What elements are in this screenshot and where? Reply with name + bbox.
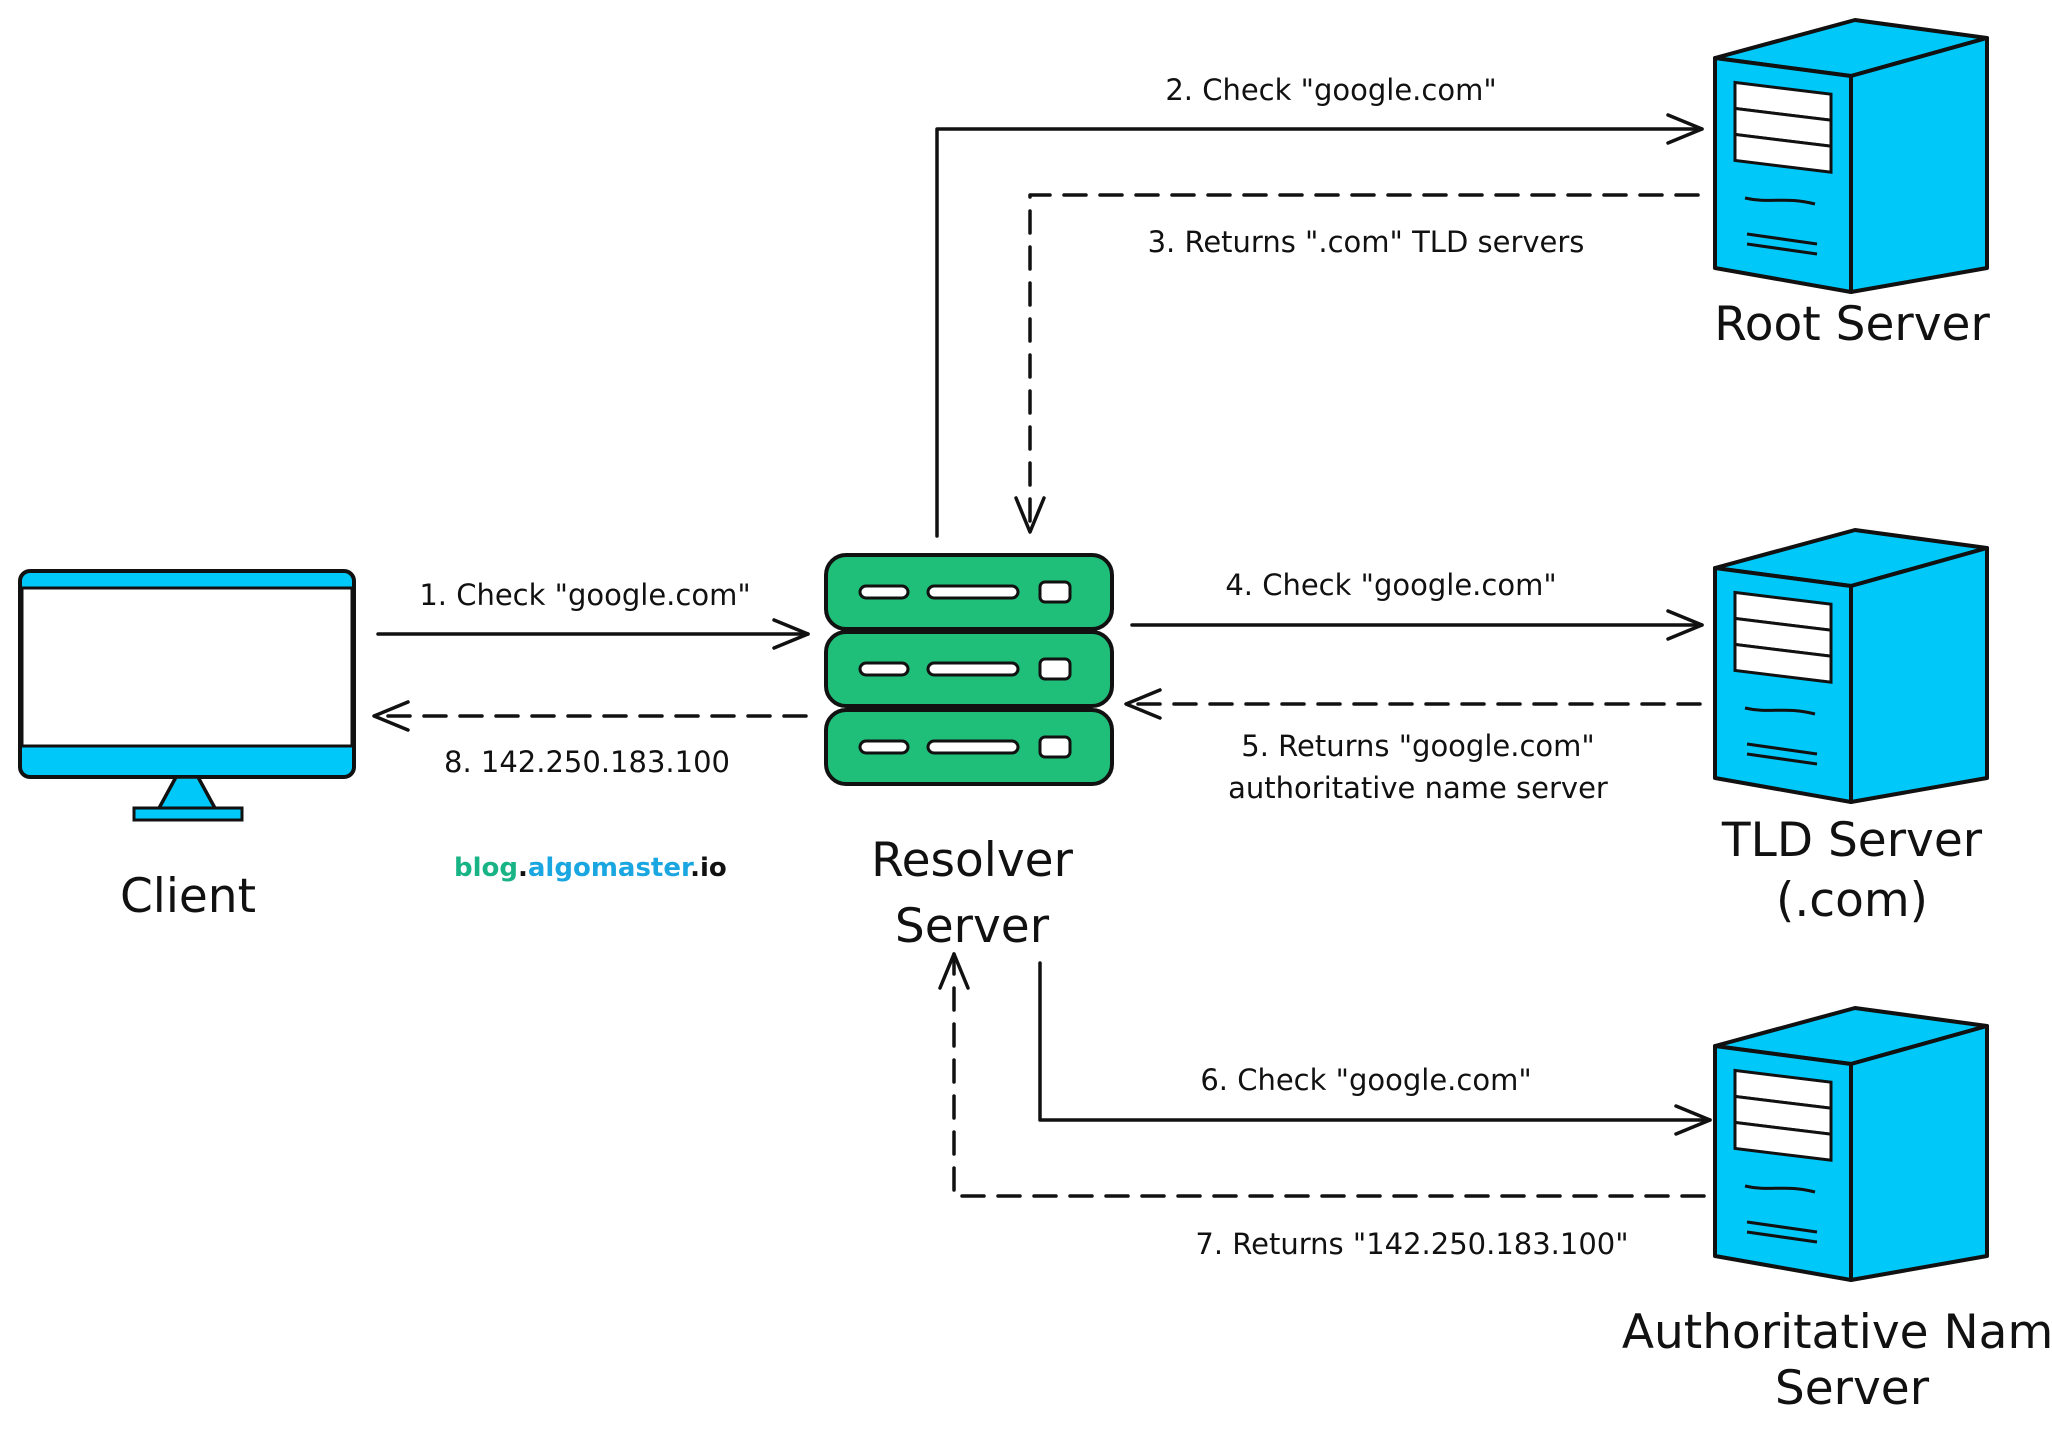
tld-server-icon [1713,528,1989,804]
step-6-label: 6. Check "google.com" [1200,1063,1531,1097]
step-7-label: 7. Returns "142.250.183.100" [1195,1227,1628,1261]
arrow-step-6 [1038,961,1712,1136]
watermark: blog.algomaster.io [454,853,727,883]
root-server-label: Root Server [1714,297,1990,352]
root-server-icon [1713,18,1989,294]
resolver-label-line2: Server [895,899,1050,954]
step-3-label: 3. Returns ".com" TLD servers [1148,225,1585,259]
authoritative-server-label-line2: Server [1775,1361,1930,1416]
tld-server-label-line1: TLD Server [1721,813,1983,868]
arrow-step-2 [935,113,1704,538]
tld-server-label-line2: (.com) [1776,873,1928,928]
resolver-server-icon [824,553,1114,786]
step-8-label: 8. 142.250.183.100 [444,745,730,779]
arrow-step-8 [372,700,808,732]
client-label: Client [120,869,256,924]
watermark-part1: blog [454,853,518,883]
watermark-part3: io [700,853,727,883]
step-2-label: 2. Check "google.com" [1165,73,1496,107]
arrow-step-4 [1130,609,1704,641]
watermark-dot2: . [690,853,700,883]
authoritative-server-icon [1713,1006,1989,1282]
step-1-label: 1. Check "google.com" [419,578,750,612]
authoritative-server-label-line1: Authoritative Name [1622,1305,2052,1360]
watermark-dot1: . [518,853,528,883]
arrow-step-1 [376,618,810,650]
arrow-step-7 [938,952,1706,1198]
step-4-label: 4. Check "google.com" [1225,568,1556,602]
step-5-label-line1: 5. Returns "google.com" [1241,729,1594,763]
arrow-step-5 [1124,688,1702,720]
resolver-label-line1: Resolver [871,833,1073,888]
client-monitor-icon [18,569,356,822]
step-5-label-line2: authoritative name server [1228,771,1608,805]
watermark-part2: algomaster [528,853,694,883]
arrow-step-3 [1014,193,1700,534]
